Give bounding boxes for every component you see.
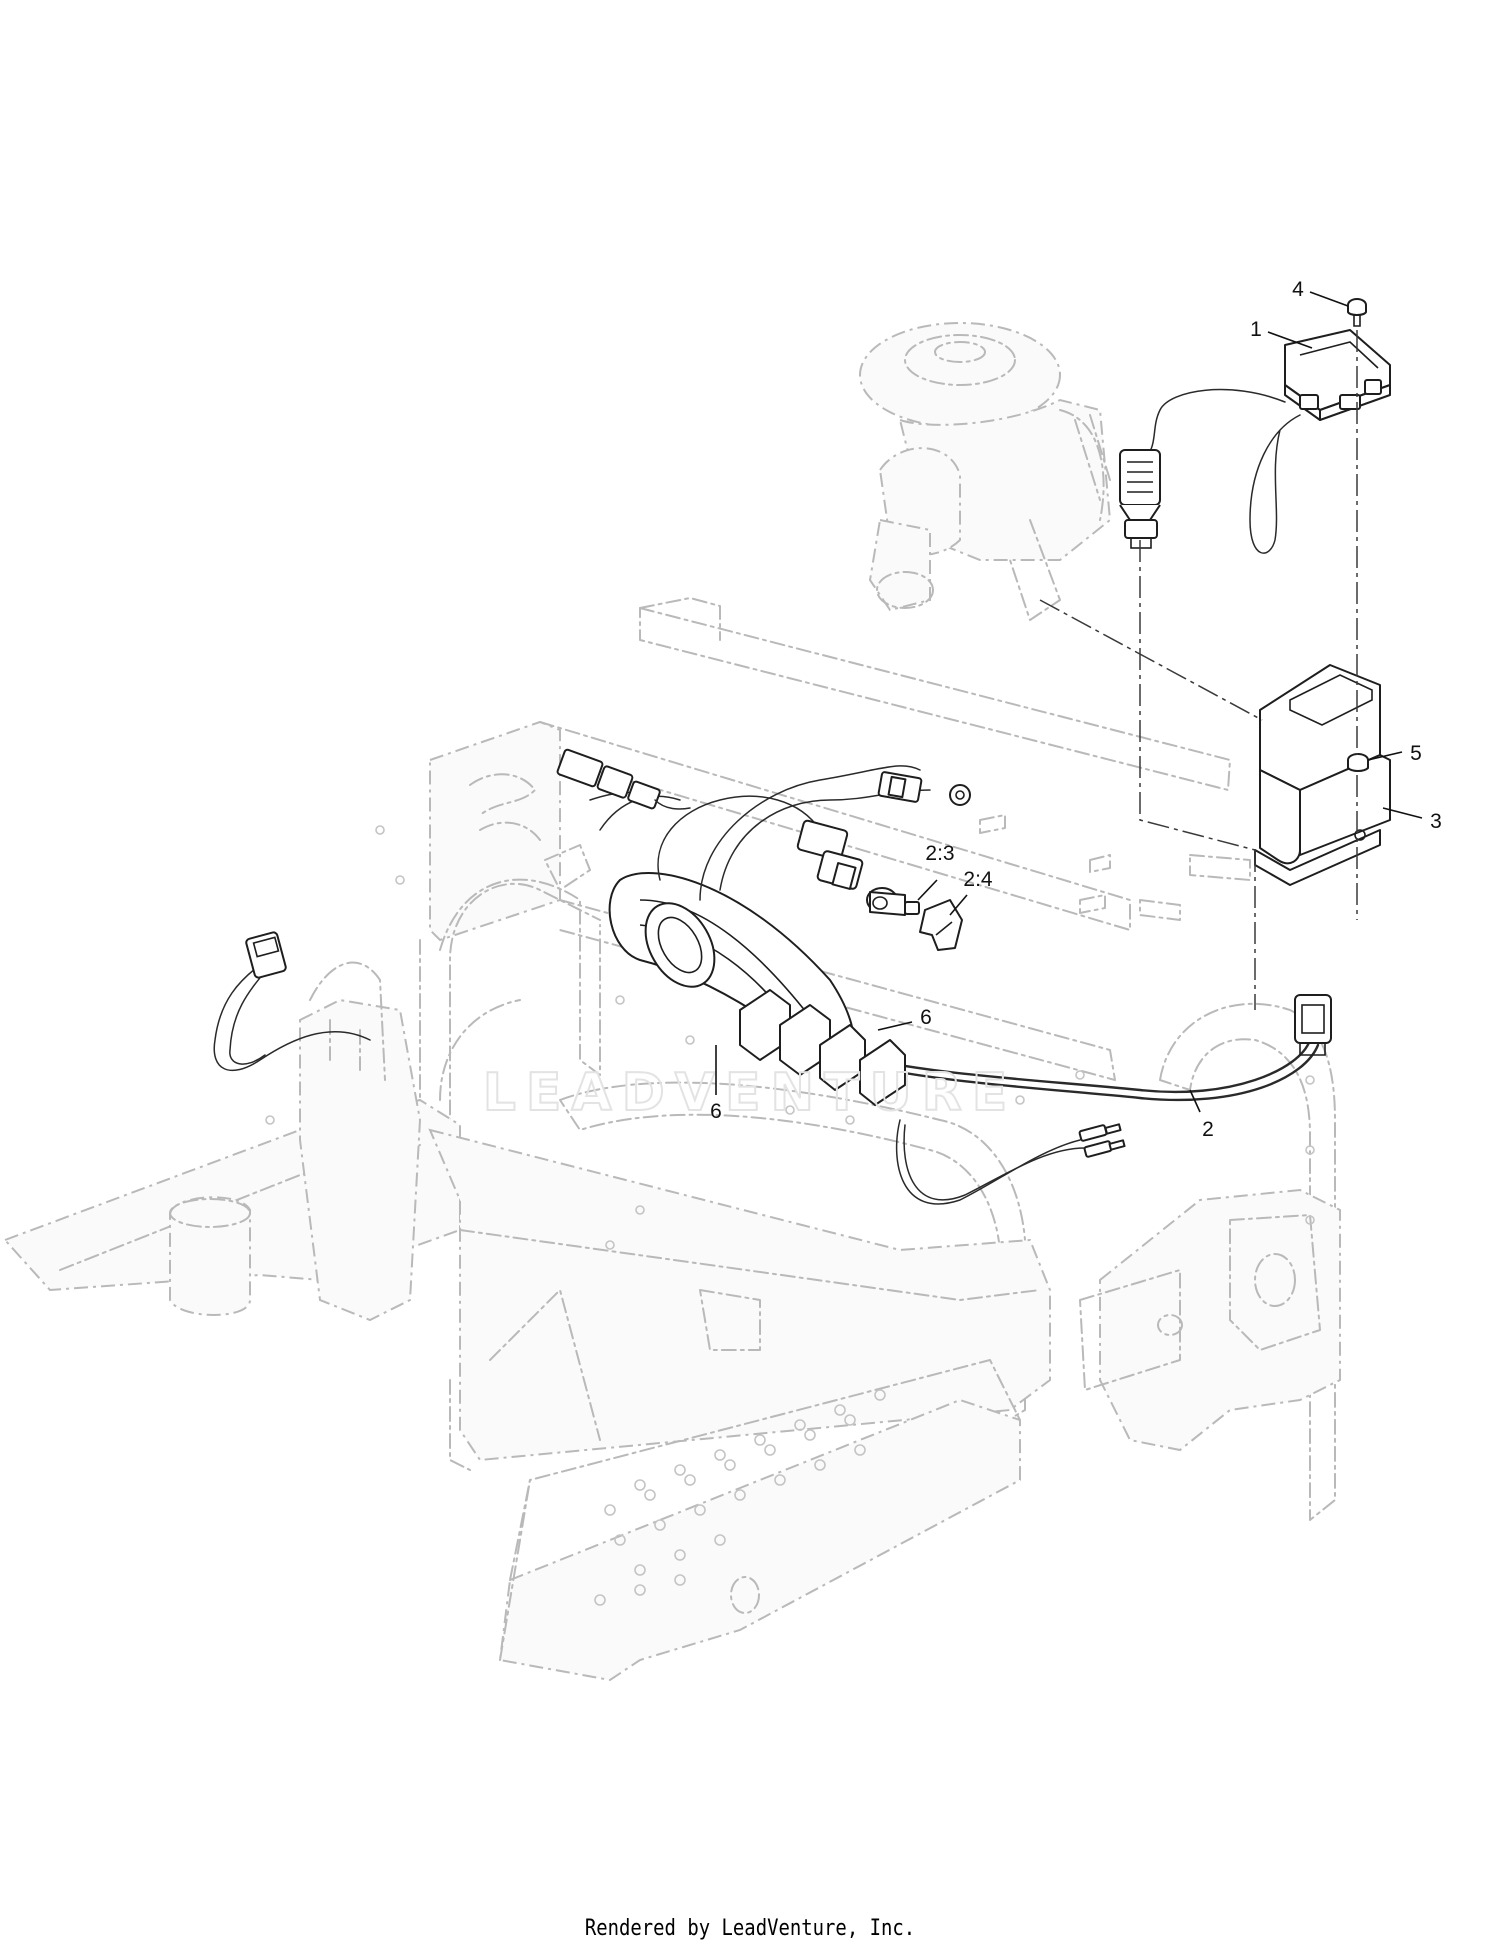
callout-leaders	[715, 291, 1423, 1113]
watermark: LEADVENTURE	[483, 1063, 1018, 1123]
callout-2-3: 2:3	[925, 842, 954, 865]
callout-6-right: 6	[920, 1006, 932, 1029]
air-cleaner-ghost	[859, 322, 1112, 621]
mower-frame-ghost	[3, 597, 1341, 1682]
callout-2: 2	[1202, 1118, 1214, 1141]
footer-credit: Rendered by LeadVenture, Inc.	[584, 1916, 916, 1941]
screw	[1347, 298, 1367, 327]
nut	[1347, 753, 1369, 772]
callout-3: 3	[1430, 810, 1442, 833]
callouts: 4 1 5 3 2:3 2:4 6 6 2	[710, 278, 1442, 1141]
assembly-phantom-lines	[1039, 330, 1358, 1010]
callout-2-4: 2:4	[963, 868, 993, 891]
callout-5: 5	[1410, 742, 1422, 765]
controller-module	[1119, 329, 1391, 554]
mounting-bracket	[1254, 664, 1391, 886]
callout-1: 1	[1250, 318, 1262, 341]
callout-4: 4	[1292, 278, 1304, 301]
wiring-harness	[213, 748, 1332, 1205]
fuse-holder	[866, 887, 920, 916]
footrest-holes	[594, 1389, 886, 1606]
callout-6-lower: 6	[710, 1100, 722, 1123]
